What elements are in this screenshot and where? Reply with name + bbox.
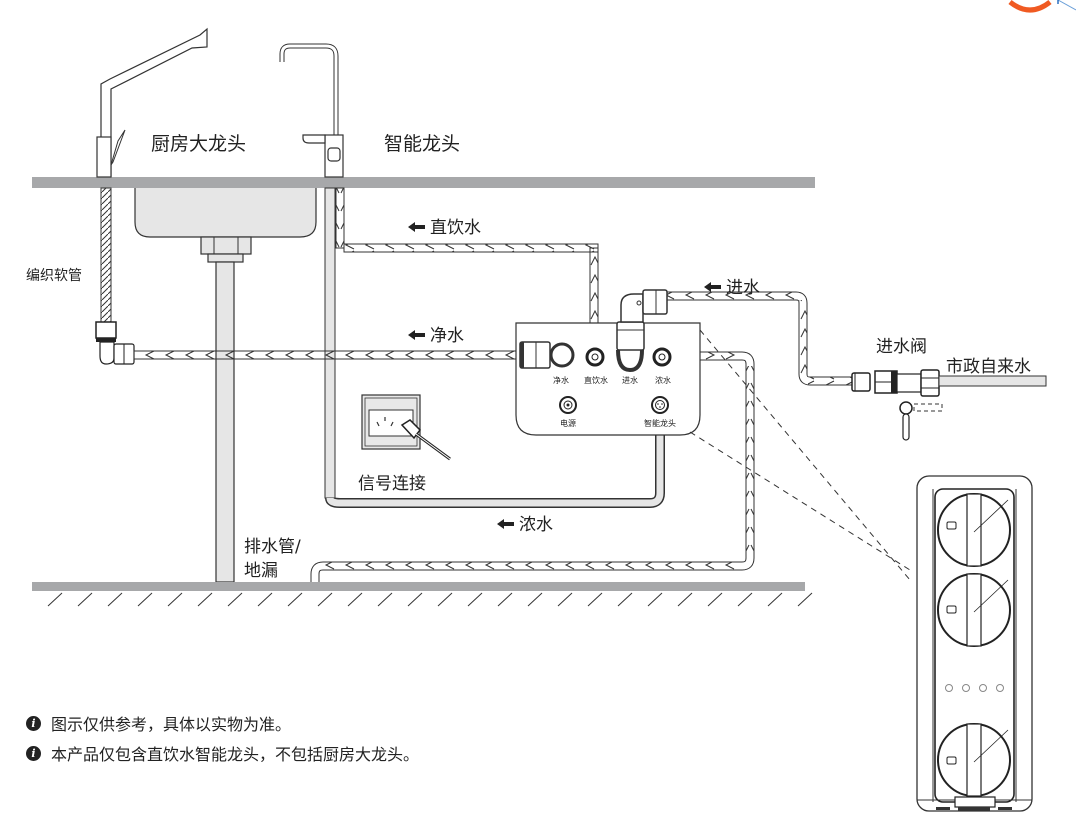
note-item: i 本产品仅包含直饮水智能龙头，不包括厨房大龙头。 (26, 738, 419, 768)
control-panel: 净水 直饮水 进水 浓水 电源 智能龙头 (515, 289, 701, 436)
label-inlet-valve: 进水阀 (876, 337, 927, 357)
label-smart-faucet: 智能龙头 (384, 133, 460, 155)
floor-hatch-mark (227, 592, 243, 607)
floor-hatch-mark (767, 592, 783, 607)
kitchen-faucet (96, 27, 208, 178)
status-indicators (945, 684, 1004, 692)
port-label-smart-faucet: 智能龙头 (644, 418, 676, 428)
floor-hatch-mark (467, 592, 483, 607)
label-pure-water: 净水 (430, 326, 464, 346)
filter-knob-2[interactable] (937, 573, 1011, 647)
floor-hatch-mark (647, 592, 663, 607)
filter-knob-1[interactable] (937, 493, 1011, 567)
label-kitchen-faucet: 厨房大龙头 (151, 133, 246, 155)
info-icon: i (26, 745, 41, 761)
note-item: i 图示仅供参考，具体以实物为准。 (26, 708, 419, 738)
label-direct-drinking-water: 直饮水 (430, 218, 481, 238)
purifier-unit (916, 475, 1033, 812)
port-label-concentrate: 浓水 (655, 375, 671, 385)
floor-hatch-mark (47, 592, 63, 607)
label-signal-connection: 信号连接 (358, 474, 426, 494)
label-braided-hose: 编织软管 (26, 268, 82, 284)
municipal-pipe (938, 375, 1047, 387)
concentrate-port (652, 347, 672, 367)
port-label-pure-water: 净水 (553, 375, 569, 385)
pure-water-port (519, 341, 575, 369)
notes: i 图示仅供参考，具体以实物为准。 i 本产品仅包含直饮水智能龙头，不包括厨房大… (26, 708, 419, 768)
arrow-left-icon (408, 222, 721, 529)
power-plug (400, 419, 451, 461)
countertop (32, 177, 815, 188)
direct-drinking-line (335, 187, 599, 353)
floor-hatch-mark (167, 592, 183, 607)
pure-water-line (133, 350, 521, 360)
label-municipal-water: 市政自来水 (946, 357, 1031, 377)
floor-hatch-mark (797, 592, 813, 607)
floor-hatch-mark (197, 592, 213, 607)
power-port (559, 396, 577, 414)
note-text: 本产品仅包含直饮水智能龙头，不包括厨房大龙头。 (51, 745, 420, 764)
port-label-direct-drinking: 直饮水 (584, 375, 608, 385)
floor-hatch-mark (587, 592, 603, 607)
floor-hatch-mark (707, 592, 723, 607)
floor (32, 582, 805, 591)
label-inlet-water: 进水 (726, 278, 760, 298)
floor-hatch-mark (677, 592, 693, 607)
info-icon: i (26, 715, 41, 731)
floor-hatch-mark (317, 592, 333, 607)
note-text: 图示仅供参考，具体以实物为准。 (51, 715, 292, 734)
inlet-line (665, 291, 852, 386)
concentrate-line (310, 351, 755, 582)
brand-logo (1008, 0, 1076, 13)
floor-hatch-mark (437, 592, 453, 607)
floor-hatch-mark (527, 592, 543, 607)
inlet-valve (851, 369, 943, 441)
inlet-port (616, 289, 668, 373)
floor-hatch-mark (377, 592, 393, 607)
smart-faucet (279, 43, 344, 499)
label-concentrate-water: 浓水 (519, 515, 553, 535)
floor-hatch-mark (557, 592, 573, 607)
floor-hatch-mark (497, 592, 513, 607)
floor-hatch-mark (107, 592, 123, 607)
floor-hatch-mark (137, 592, 153, 607)
floor-hatch-mark (347, 592, 363, 607)
floor-hatch-mark (407, 592, 423, 607)
port-label-power: 电源 (560, 418, 576, 428)
filter-knob-3[interactable] (937, 723, 1011, 797)
direct-drinking-port (585, 347, 605, 367)
label-drain-line2: 地漏 (244, 561, 278, 581)
floor-hatch-mark (77, 592, 93, 607)
smart-faucet-port (651, 396, 669, 414)
floor-hatch (47, 592, 813, 607)
floor-hatch-mark (617, 592, 633, 607)
floor-hatch-mark (287, 592, 303, 607)
floor-hatch-mark (257, 592, 273, 607)
label-drain-line1: 排水管/ (244, 537, 301, 557)
braided-hose (95, 187, 135, 365)
port-label-inlet: 进水 (622, 375, 638, 385)
floor-hatch-mark (737, 592, 753, 607)
sink (134, 188, 317, 583)
